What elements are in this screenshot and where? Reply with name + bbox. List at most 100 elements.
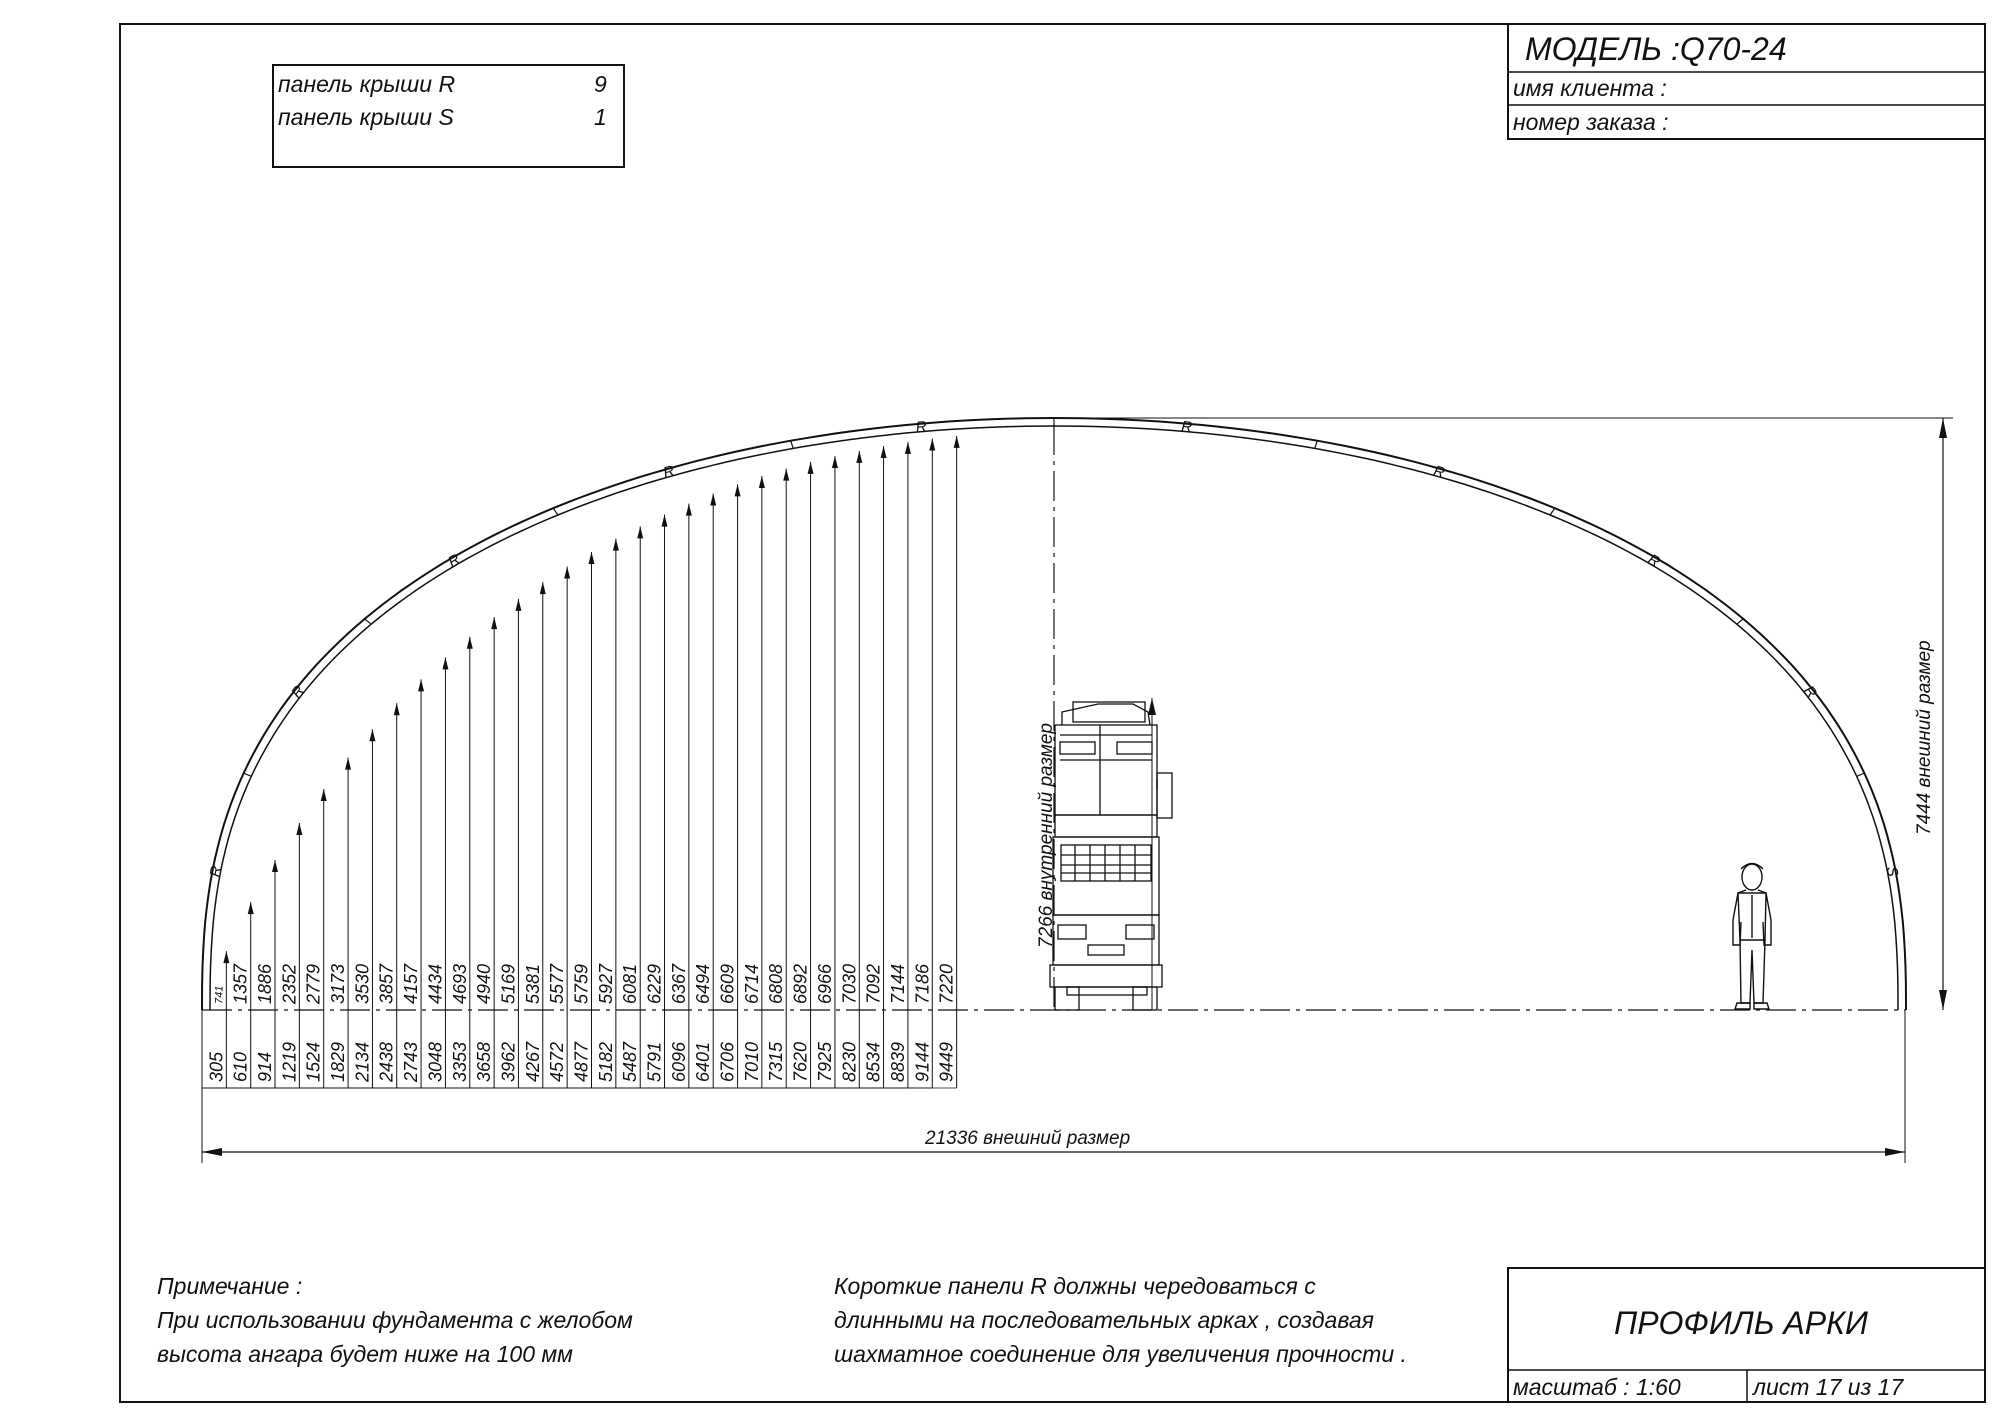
height-label: 5381 [523, 964, 543, 1004]
height-label: 6609 [718, 964, 738, 1004]
position-label: 1219 [279, 1042, 299, 1082]
height-dim-arrow [271, 860, 278, 873]
height-label: 3530 [352, 964, 372, 1004]
panel-joint [1314, 440, 1318, 449]
height-dim-arrow [466, 636, 473, 649]
position-label: 6096 [669, 1041, 689, 1082]
height-label: 7220 [937, 964, 957, 1004]
height-dim-arrow [296, 822, 303, 835]
panel-type-label: R [915, 418, 927, 436]
height-label: 7092 [864, 964, 884, 1004]
position-label: 9144 [912, 1042, 932, 1082]
outer-height-label: 7444 внешний размер [1914, 640, 1935, 835]
note-title: Примечание : [157, 1273, 302, 1299]
position-label: 6706 [718, 1041, 738, 1082]
inner-height-label: 7266 внутренний размер [1036, 723, 1057, 948]
panel-type-label: R [1181, 418, 1193, 436]
height-dim-arrow [904, 441, 911, 454]
outer-height-dimension: 7444 внешний размер [1054, 417, 1953, 1010]
outer-width-label: 21336 внешний размер [924, 1128, 1130, 1149]
position-label: 2438 [377, 1042, 397, 1083]
panel-type-label: S [1883, 865, 1902, 878]
order-label: номер заказа : [1513, 109, 1669, 135]
height-dim-arrow [856, 450, 863, 463]
position-label: 5791 [644, 1042, 664, 1082]
height-label: 1357 [231, 963, 251, 1004]
height-label: 6714 [742, 964, 762, 1004]
height-label: 4434 [425, 964, 445, 1004]
height-dim-arrow [393, 703, 400, 716]
height-label: 741 [213, 986, 225, 1004]
position-label: 6401 [693, 1042, 713, 1082]
note-line-1: При использовании фундамента с желобом [157, 1307, 633, 1333]
height-label: 7030 [839, 964, 859, 1004]
height-label: 4693 [450, 964, 470, 1004]
position-label: 1829 [328, 1042, 348, 1082]
height-label: 6229 [644, 964, 664, 1004]
height-dim-arrow [880, 445, 887, 458]
note-right-line-1: Короткие панели R должны чередоваться с [834, 1273, 1316, 1299]
panel-joint [364, 618, 372, 625]
position-label: 9449 [937, 1042, 957, 1082]
height-label: 3857 [377, 963, 397, 1004]
height-dim-arrow [929, 438, 936, 451]
height-dim-arrow [783, 468, 790, 481]
drawing-title: ПРОФИЛЬ АРКИ [1614, 1305, 1868, 1341]
client-label: имя клиента : [1513, 75, 1667, 101]
outer-width-dimension: 21336 внешний размер [201, 1010, 1906, 1163]
panel-joint [1736, 618, 1744, 625]
height-label: 6367 [669, 963, 689, 1004]
position-label: 1524 [304, 1042, 324, 1082]
panel-type-label: R [661, 462, 676, 481]
height-dim-arrow [491, 617, 498, 630]
position-label: 2743 [401, 1042, 421, 1083]
panel-r-count: 9 [594, 71, 607, 97]
height-label: 5759 [572, 964, 592, 1004]
height-label: 7186 [912, 963, 932, 1004]
height-dim-arrow [442, 657, 449, 670]
height-dim-arrow [758, 476, 765, 489]
position-label: 7010 [742, 1042, 762, 1082]
position-label: 3048 [425, 1042, 445, 1082]
height-dim-arrow [831, 456, 838, 469]
height-label: 3173 [328, 964, 348, 1004]
position-label: 4877 [572, 1041, 592, 1082]
height-label: 6966 [815, 963, 835, 1004]
height-label: 6808 [766, 964, 786, 1004]
position-label: 914 [255, 1052, 275, 1082]
height-dim-arrow [369, 729, 376, 742]
height-label: 6892 [791, 964, 811, 1004]
panel-type-label: R [1800, 683, 1820, 702]
position-label: 610 [231, 1052, 251, 1082]
model-label: МОДЕЛЬ :Q70-24 [1525, 31, 1787, 67]
panel-joint [790, 440, 794, 449]
position-label: 8534 [864, 1042, 884, 1082]
title-block-footer: ПРОФИЛЬ АРКИ масштаб : 1:60 лист 17 из 1… [1507, 1267, 1986, 1403]
height-dim-arrow [588, 552, 595, 565]
height-dim-arrow [710, 493, 717, 506]
height-dim-arrow [612, 538, 619, 551]
panel-type-label: R [1432, 462, 1447, 481]
height-label: 1886 [255, 963, 275, 1004]
note-right-line-2: длинными на последовательных арках , соз… [834, 1307, 1374, 1333]
position-label: 3658 [474, 1042, 494, 1082]
note-line-2: высота ангара будет ниже на 100 мм [157, 1341, 573, 1367]
height-label: 6494 [693, 964, 713, 1004]
position-label: 305 [206, 1051, 226, 1082]
scale-label: масштаб : 1:60 [1513, 1374, 1681, 1400]
panel-joint [1549, 507, 1556, 516]
panel-r-label: панель крыши R [278, 71, 455, 97]
panel-s-count: 1 [594, 104, 607, 130]
truck-front-view [1049, 701, 1173, 1011]
inner-height-dimension: 7266 внутренний размер [1036, 698, 1156, 1010]
sheet-label: лист 17 из 17 [1751, 1374, 1904, 1400]
person-figure [1732, 862, 1772, 1010]
panel-s-label: панель крыши S [278, 104, 454, 130]
height-dim-arrow [247, 902, 254, 915]
position-label: 8230 [839, 1042, 859, 1082]
notes-left: Примечание : При использовании фундамент… [157, 1273, 633, 1367]
position-label: 7925 [815, 1041, 835, 1082]
position-label: 5487 [620, 1041, 640, 1082]
height-label: 4157 [401, 963, 421, 1004]
panel-joint [1856, 772, 1865, 777]
